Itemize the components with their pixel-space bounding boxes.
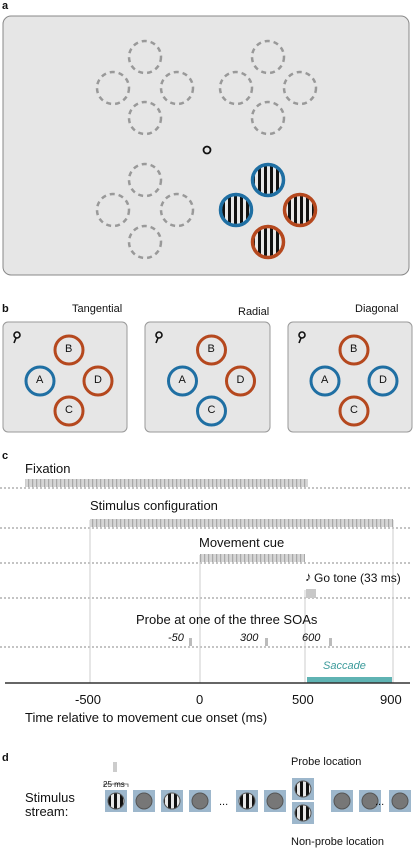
location-letter-a: A bbox=[178, 374, 186, 386]
row-fixation: Fixation bbox=[25, 461, 71, 476]
panel-a-box bbox=[2, 15, 410, 276]
location-letter-c: C bbox=[65, 404, 73, 416]
stream-frame-disk bbox=[163, 792, 181, 810]
tick-0: 0 bbox=[196, 692, 204, 707]
location-letter-d: D bbox=[379, 374, 387, 386]
row-stimulus: Stimulus configuration bbox=[90, 498, 218, 513]
go-tone-bar bbox=[306, 589, 316, 598]
row-probe: Probe at one of the three SOAs bbox=[136, 612, 318, 627]
stream-frame-disk bbox=[238, 792, 256, 810]
x-axis-label: Time relative to movement cue onset (ms) bbox=[25, 710, 268, 725]
stream-frame-disk bbox=[391, 792, 409, 810]
music-note-icon: ♪ bbox=[305, 569, 312, 584]
location-letter-a: A bbox=[321, 374, 329, 386]
stream-frame-disk bbox=[135, 792, 153, 810]
location-circle-a bbox=[309, 365, 341, 397]
nonprobe-frame-disk bbox=[294, 804, 312, 822]
location-circle-c bbox=[53, 395, 85, 427]
movement-cue-bar bbox=[200, 554, 305, 562]
duration-label: 25 ms bbox=[103, 780, 125, 789]
probe-location-label: Probe location bbox=[291, 756, 362, 768]
probe-frame-disk bbox=[294, 780, 312, 798]
fixation-marker bbox=[13, 331, 21, 339]
row-go-tone: Go tone (33 ms) bbox=[314, 571, 401, 585]
location-circle-b bbox=[338, 334, 370, 366]
tick-900: 900 bbox=[380, 692, 402, 707]
location-letter-c: C bbox=[207, 404, 216, 416]
probe-mark-minus50 bbox=[189, 638, 192, 646]
saccade-bar bbox=[307, 677, 392, 683]
grating-stimuli bbox=[218, 162, 318, 260]
stream-frame-disk bbox=[266, 792, 284, 810]
placeholder-group-top-right bbox=[218, 39, 318, 136]
duration-bracket bbox=[103, 783, 129, 787]
location-letter-a: A bbox=[36, 374, 44, 386]
location-letter-d: D bbox=[236, 374, 245, 386]
placeholder-group-bottom-left bbox=[95, 162, 195, 260]
tick-500: 500 bbox=[292, 692, 314, 707]
stream-frame-disk bbox=[191, 792, 209, 810]
config-title-diagonal: Diagonal bbox=[355, 303, 399, 315]
location-letter-d: D bbox=[94, 374, 102, 386]
fixation-bar bbox=[25, 479, 308, 487]
timeline-vertical-guides bbox=[89, 520, 394, 683]
stream-label-line1: Stimulus bbox=[25, 790, 75, 805]
location-letter-b: B bbox=[207, 343, 215, 355]
probe-mark-300 bbox=[265, 638, 268, 646]
panel-d-label: d bbox=[2, 752, 9, 764]
location-letter-c: C bbox=[350, 404, 358, 416]
location-circle-d bbox=[82, 365, 114, 397]
location-circle-c bbox=[338, 395, 370, 427]
location-circle-c bbox=[196, 395, 227, 427]
soa-label-600: 600 bbox=[302, 632, 321, 644]
row-movement-cue: Movement cue bbox=[199, 535, 285, 550]
config-title-radial: Radial bbox=[238, 306, 270, 318]
fixation-marker bbox=[155, 331, 163, 339]
tick-minus500: -500 bbox=[75, 692, 102, 707]
soa-label-minus50: -50 bbox=[168, 632, 184, 644]
ellipsis-1: ... bbox=[219, 796, 229, 808]
stream-label-line2: stream: bbox=[25, 804, 69, 819]
duration-marker bbox=[113, 762, 117, 772]
location-letter-b: B bbox=[350, 343, 358, 355]
location-circle-a bbox=[167, 365, 198, 397]
fixation-marker-tail bbox=[13, 337, 17, 344]
panel-a-label: a bbox=[2, 0, 9, 12]
location-circle-b bbox=[53, 334, 85, 366]
location-circle-a bbox=[24, 365, 56, 397]
nonprobe-location-label: Non-probe location bbox=[291, 836, 384, 848]
config-box-radial bbox=[144, 321, 271, 433]
location-letter-b: B bbox=[65, 343, 73, 355]
config-box-tangential bbox=[2, 321, 128, 433]
probe-mark-600 bbox=[329, 638, 332, 646]
config-box-diagonal bbox=[287, 321, 413, 433]
panel-b-label: b bbox=[2, 303, 9, 315]
location-circle-d bbox=[367, 365, 399, 397]
stream-frame-disk bbox=[361, 792, 379, 810]
config-title-tangential: Tangential bbox=[72, 303, 123, 315]
saccade-label: Saccade bbox=[323, 660, 366, 672]
fixation-marker bbox=[298, 331, 306, 339]
stream-frame-disk bbox=[107, 792, 125, 810]
fixation-marker-tail bbox=[298, 337, 302, 344]
fixation-point bbox=[202, 145, 212, 155]
timeline-dashed-lines bbox=[0, 487, 410, 648]
location-circle-d bbox=[225, 365, 256, 397]
stream-frame-disk bbox=[333, 792, 351, 810]
fixation-marker-tail bbox=[155, 337, 159, 344]
soa-label-300: 300 bbox=[240, 632, 259, 644]
stimulus-bar bbox=[90, 519, 393, 527]
location-circle-b bbox=[196, 334, 227, 366]
ellipsis-2: ... bbox=[375, 796, 385, 808]
panel-c-label: c bbox=[2, 450, 9, 462]
placeholder-group-top-left bbox=[95, 39, 195, 136]
